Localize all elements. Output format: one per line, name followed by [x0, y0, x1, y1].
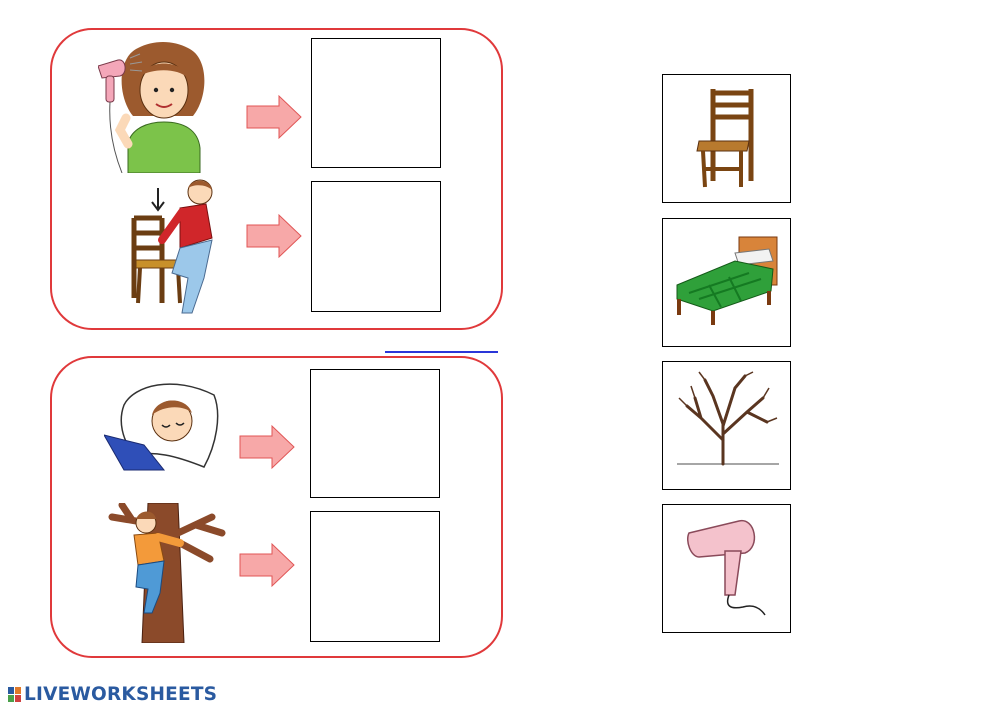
tree-icon [677, 371, 779, 466]
boy-sitting-on-chair-image [131, 179, 213, 314]
answer-card-bed[interactable] [662, 218, 791, 347]
hair-dryer-icon [687, 520, 766, 616]
girl-drying-hair-image [98, 42, 205, 173]
logo-squares-icon [8, 686, 21, 702]
arrow-right-icon [246, 94, 302, 140]
answer-card-tree[interactable] [662, 361, 791, 490]
boy-climbing-tree-image [108, 503, 226, 643]
boy-sleeping-in-bed-image [104, 383, 219, 471]
arrow-right-icon [239, 542, 295, 588]
answer-card-chair[interactable] [662, 74, 791, 203]
answer-drop-box-2[interactable] [311, 181, 441, 312]
answer-drop-box-3[interactable] [310, 369, 440, 498]
arrow-right-icon [246, 213, 302, 259]
activity-group-1 [50, 28, 503, 330]
bed-icon [676, 236, 778, 325]
answer-drop-box-4[interactable] [310, 511, 440, 642]
activity-group-2 [50, 356, 503, 658]
answer-card-hair-dryer[interactable] [662, 504, 791, 633]
underline-divider [385, 351, 498, 353]
answer-drop-box-1[interactable] [311, 38, 441, 168]
logo-text: LIVEWORKSHEETS [24, 684, 218, 705]
liveworksheets-logo: LIVEWORKSHEETS [8, 684, 217, 705]
arrow-right-icon [239, 424, 295, 470]
chair-icon [696, 89, 754, 188]
